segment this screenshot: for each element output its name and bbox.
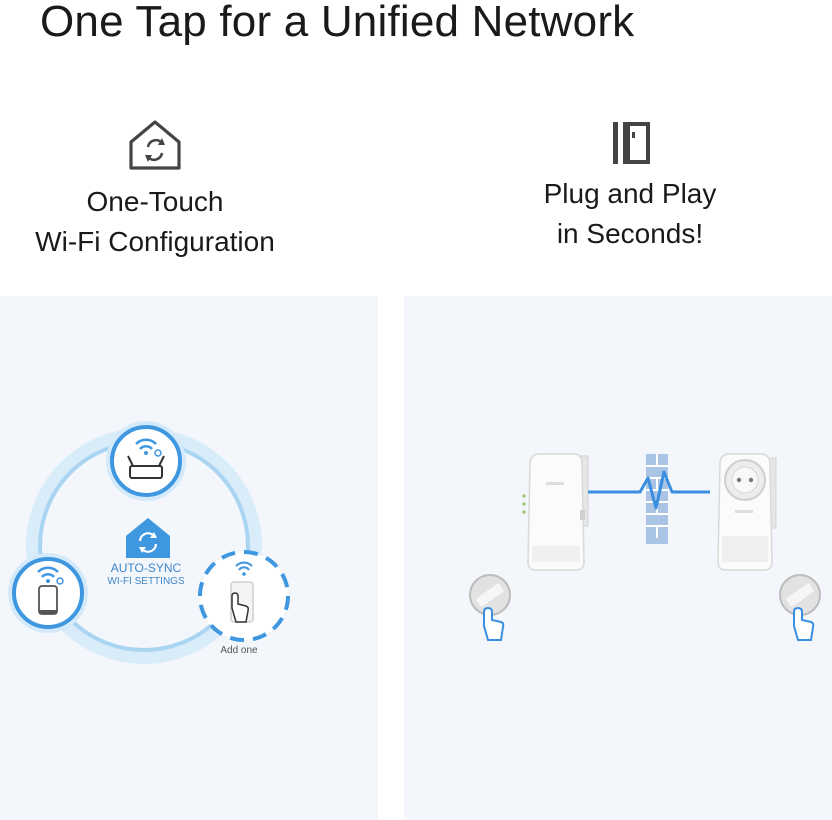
device-icon bbox=[38, 585, 58, 615]
brand-mark bbox=[735, 510, 753, 513]
auto-sync-title: AUTO-SYNC bbox=[110, 561, 182, 575]
auto-sync-label: AUTO-SYNC WI-FI SETTINGS bbox=[100, 562, 192, 588]
pair-button-right bbox=[779, 574, 821, 641]
add-device-node bbox=[198, 550, 290, 642]
feature-title-line-2: Wi-Fi Configuration bbox=[35, 226, 275, 257]
auto-sync-subtitle: WI-FI SETTINGS bbox=[107, 576, 185, 587]
page-title: One Tap for a Unified Network bbox=[40, 0, 635, 46]
signal-line bbox=[588, 470, 710, 510]
sync-diagram-graphic bbox=[8, 421, 290, 664]
wifi-icon bbox=[37, 566, 59, 573]
hand-pointer-icon bbox=[231, 592, 249, 623]
powerline-adapter-right bbox=[717, 453, 777, 571]
sync-house-icon bbox=[126, 518, 170, 558]
brand-mark bbox=[546, 482, 564, 485]
plug-play-graphic bbox=[469, 453, 821, 641]
router-icon bbox=[129, 465, 163, 479]
feature-title-line-2: in Seconds! bbox=[556, 218, 704, 249]
powerline-adapter-left bbox=[522, 453, 589, 571]
home-sync-icon bbox=[129, 120, 181, 170]
plug-icon bbox=[613, 122, 650, 164]
plug-play-diagram bbox=[404, 296, 832, 820]
extender-node bbox=[8, 553, 88, 633]
hand-pointer-icon bbox=[793, 606, 815, 641]
router-node bbox=[106, 421, 186, 501]
feature-plug-play: Plug and Play in Seconds! bbox=[480, 118, 780, 254]
pair-button-left bbox=[469, 574, 511, 641]
feature-title-line-1: Plug and Play bbox=[543, 178, 717, 209]
add-one-label: Add one bbox=[220, 645, 258, 656]
wifi-icon bbox=[235, 561, 253, 567]
auto-sync-diagram: AUTO-SYNC WI-FI SETTINGS Add one bbox=[0, 296, 378, 820]
feature-title-line-1: One-Touch bbox=[86, 186, 224, 217]
hand-pointer-icon bbox=[483, 606, 505, 641]
wifi-icon bbox=[135, 438, 157, 445]
feature-one-touch: One-Touch Wi-Fi Configuration bbox=[0, 118, 310, 262]
